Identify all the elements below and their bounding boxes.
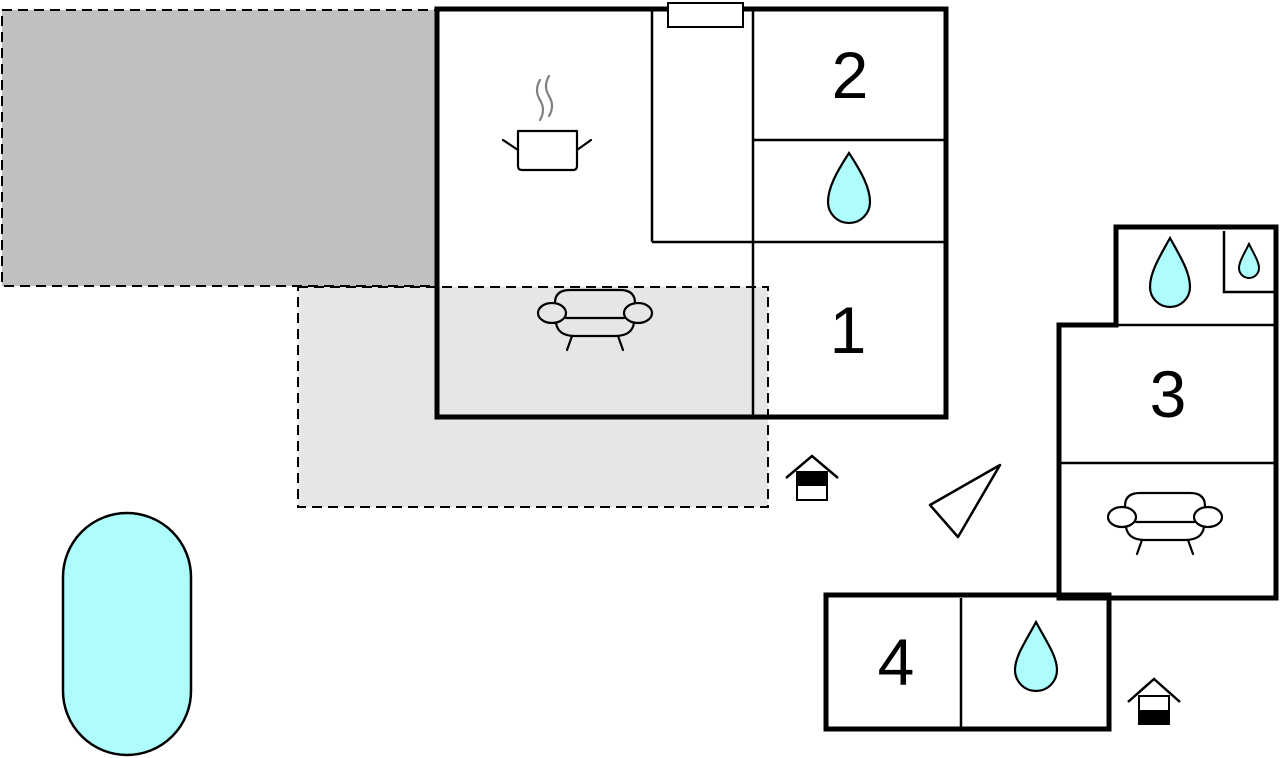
small-building-outline bbox=[823, 592, 1112, 732]
room-4-label: 4 bbox=[878, 625, 915, 699]
room-3-label: 3 bbox=[1150, 357, 1187, 431]
water-drop-icon bbox=[1148, 235, 1192, 309]
cooking-pot-icon bbox=[501, 74, 593, 172]
north-arrow-icon bbox=[928, 463, 1002, 539]
room-1-label: 1 bbox=[830, 293, 867, 367]
fireplace bbox=[667, 2, 744, 28]
entrance-house-icon bbox=[785, 454, 839, 501]
covered-terrace bbox=[1, 9, 439, 287]
water-drop-icon bbox=[1237, 241, 1261, 279]
water-drop-icon bbox=[1013, 619, 1059, 693]
open-terrace bbox=[297, 286, 769, 508]
room-2-label: 2 bbox=[832, 38, 869, 112]
water-drop-icon bbox=[826, 150, 872, 225]
entrance-house-icon bbox=[1127, 677, 1181, 725]
annex-inner-walls bbox=[1059, 231, 1276, 465]
swimming-pool bbox=[61, 511, 193, 757]
sofa-icon bbox=[536, 288, 654, 352]
sofa-icon bbox=[1106, 491, 1224, 556]
main-house-inner-walls bbox=[650, 9, 946, 417]
